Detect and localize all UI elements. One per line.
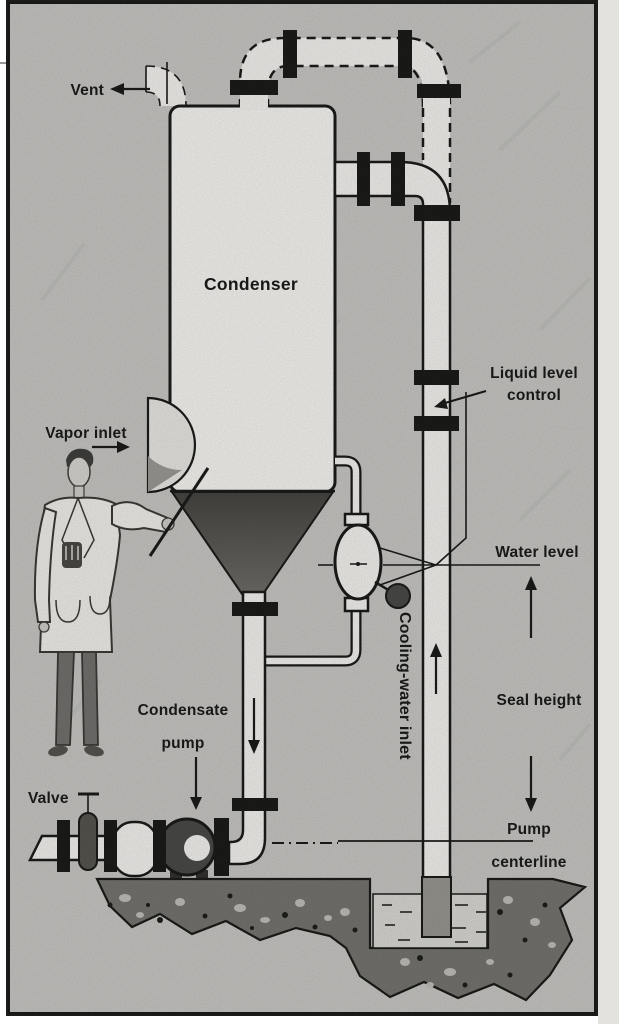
scan-margin-right: [598, 0, 619, 1024]
scan-grain-overlay: [8, 2, 596, 1014]
